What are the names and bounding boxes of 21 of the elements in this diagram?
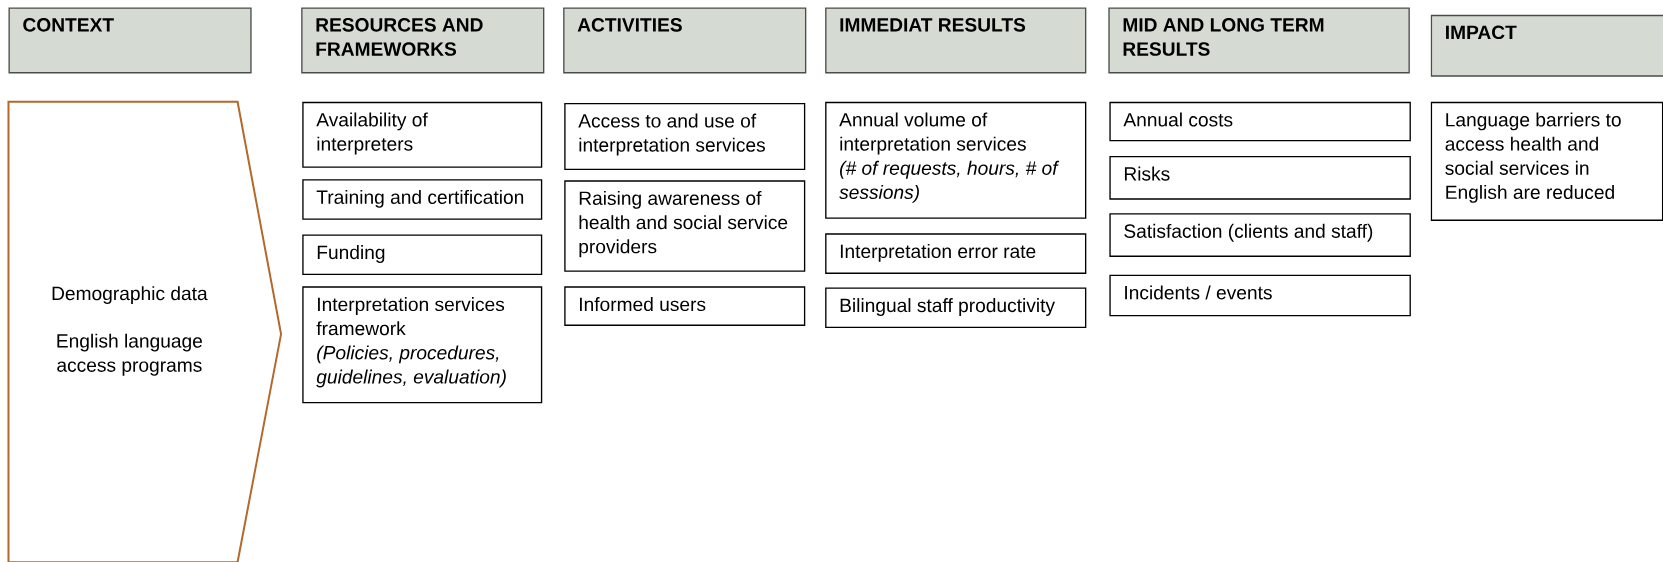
- column-header: ACTIVITIES: [563, 7, 807, 74]
- column-header: RESOURCES AND FRAMEWORKS: [301, 7, 545, 74]
- text-box: Access to and use of interpretation services: [564, 102, 806, 170]
- text-box: Satisfaction (clients and staff): [1109, 213, 1411, 257]
- text-box: Informed users: [564, 286, 806, 326]
- text-box: Training and certification: [302, 179, 543, 220]
- text-box: Funding: [302, 234, 543, 275]
- text-box: Annual volume of interpretation services (# of requests, hours, # of sessions): [825, 101, 1087, 219]
- text-box: Risks: [1109, 155, 1411, 200]
- column-header: MID AND LONG TERM RESULTS: [1108, 7, 1410, 74]
- text-box: Annual costs: [1109, 101, 1411, 142]
- text-box: Interpretation services framework (Policies, procedures, guidelines, evaluation): [302, 286, 543, 404]
- text-box: Bilingual staff productivity: [825, 287, 1087, 328]
- text-box: Availability of interpreters: [302, 101, 543, 168]
- text-box: Raising awareness of health and social service providers: [564, 180, 806, 272]
- text-box: Incidents / events: [1109, 274, 1411, 317]
- column-header: IMMEDIAT RESULTS: [825, 7, 1087, 74]
- text-box: Interpretation error rate: [825, 233, 1087, 274]
- column-header: IMPACT: [1430, 14, 1663, 77]
- column-header: CONTEXT: [8, 7, 252, 74]
- text-box: Language barriers to access health and social services in English are reduced: [1430, 101, 1663, 221]
